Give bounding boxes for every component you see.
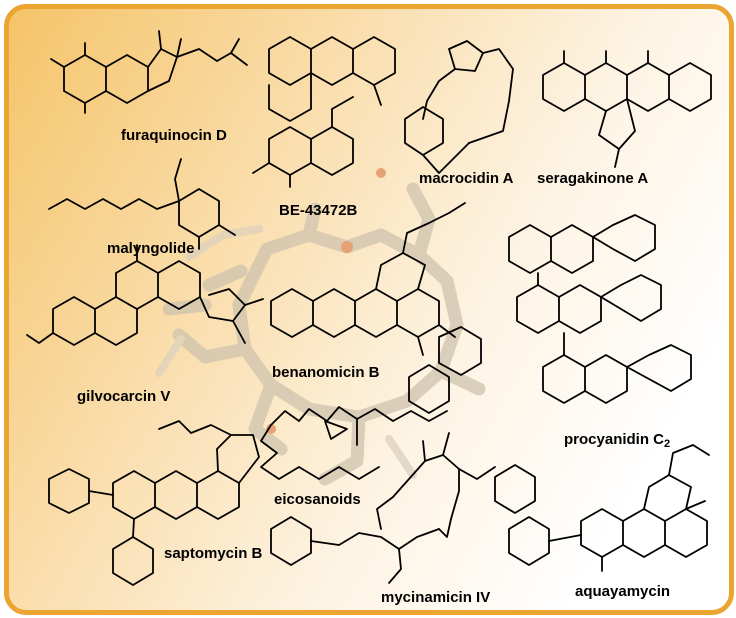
compound-label-mycinamicin-iv: mycinamicin IV	[381, 589, 491, 606]
compound-label-eicosanoids: eicosanoids	[274, 491, 361, 508]
ghost-3d-model	[155, 168, 486, 486]
compound-label-procyanidin-subscript: 2	[664, 438, 671, 450]
procyanidin-c2-structure	[508, 214, 692, 404]
gilvocarcin-v-structure	[26, 244, 264, 346]
compound-label-be-43472b: BE-43472B	[279, 202, 358, 219]
compound-label-malyngolide: malyngolide	[107, 240, 195, 257]
compound-label-procyanidin-name: procyanidin C	[564, 431, 665, 448]
be-43472b-structure	[252, 36, 396, 188]
compound-label-saptomycin-b: saptomycin B	[164, 545, 263, 562]
figure-frame: furaquinocin D BE-43472B macrocidin A se…	[4, 4, 734, 615]
compound-label-macrocidin-a: macrocidin A	[419, 170, 514, 187]
benanomicin-b-structure	[270, 202, 482, 414]
compound-label-benanomicin-b: benanomicin B	[272, 364, 380, 381]
chemical-structures	[26, 30, 712, 586]
compound-label-aquayamycin: aquayamycin	[575, 583, 671, 600]
aquayamycin-structure	[508, 444, 710, 572]
eicosanoids-structure	[260, 406, 448, 480]
seragakinone-a-structure	[542, 50, 712, 168]
compound-label-gilvocarcin-v: gilvocarcin V	[77, 388, 171, 405]
saptomycin-b-structure	[48, 420, 260, 586]
molecule-drawings	[26, 30, 712, 586]
malyngolide-structure	[48, 158, 236, 250]
macrocidin-a-structure	[404, 40, 514, 174]
compound-label-seragakinone-a: seragakinone A	[537, 170, 649, 187]
furaquinocin-d-structure	[50, 30, 248, 114]
compound-label-procyanidin-c2: procyanidin C2	[564, 432, 670, 450]
compound-label-furaquinocin-d: furaquinocin D	[121, 127, 227, 144]
mycinamicin-iv-structure	[270, 432, 536, 584]
